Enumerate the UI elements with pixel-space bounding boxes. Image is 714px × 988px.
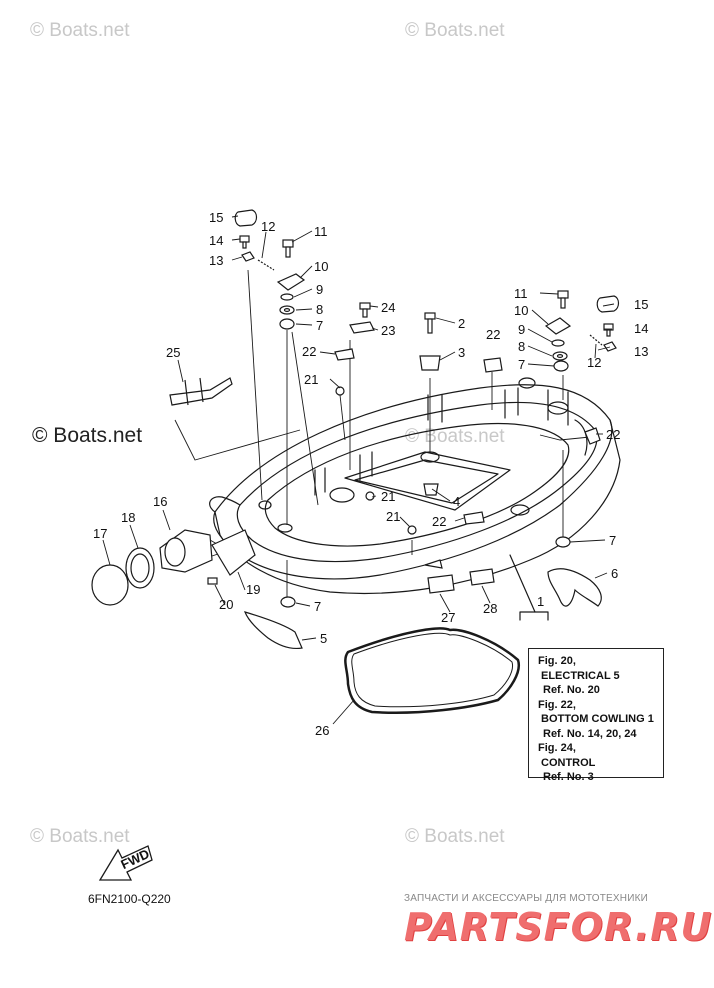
callout-21-b: 21 (381, 489, 395, 504)
cowling-front-lip (209, 496, 241, 513)
callout-23: 23 (381, 323, 395, 338)
ref-line-6: Ref. No. 14, 20, 24 (543, 727, 637, 740)
callout-7-c: 7 (609, 533, 616, 548)
watermark-top-left: © Boats.net (30, 20, 130, 41)
callout-15-b: 15 (634, 297, 648, 312)
diagram-code: 6FN2100-Q220 (88, 892, 171, 906)
cap-15-right (596, 295, 620, 313)
inner-frame (344, 451, 511, 511)
ref-line-8: CONTROL (541, 756, 596, 769)
callout-8-a: 8 (316, 302, 323, 317)
callout-12-b: 12 (587, 355, 601, 370)
callout-8-b: 8 (518, 339, 525, 354)
watermark-mid-left: © Boats.net (32, 424, 143, 447)
bottom-cowling-inner (264, 422, 570, 547)
callout-4: 4 (453, 494, 460, 509)
callout-9-b: 9 (518, 322, 525, 337)
ref-line-2: ELECTRICAL 5 (541, 669, 620, 682)
watermark-bottom-right: © Boats.net (405, 826, 505, 847)
fwd-arrow-icon (98, 845, 153, 881)
callout-13-b: 13 (634, 344, 648, 359)
callout-6: 6 (611, 566, 618, 581)
callout-12-a: 12 (261, 219, 275, 234)
reference-box: Fig. 20, ELECTRICAL 5 Ref. No. 20 Fig. 2… (528, 648, 664, 783)
callout-24: 24 (381, 300, 395, 315)
callout-21-a: 21 (304, 372, 318, 387)
callout-9-a: 9 (316, 282, 323, 297)
callout-7-a: 7 (316, 318, 323, 333)
callout-16: 16 (153, 494, 167, 509)
callout-11-b: 11 (514, 286, 528, 301)
ref-line-4: Fig. 22, (538, 698, 576, 711)
callout-26: 26 (315, 723, 329, 738)
callout-7-d: 7 (314, 599, 321, 614)
promo-text: ЗАПЧАСТИ И АКСЕССУАРЫ ДЛЯ МОТОТЕХНИКИ (404, 893, 649, 904)
seal-26 (344, 627, 521, 714)
ref-line-3: Ref. No. 20 (543, 684, 600, 696)
callout-15-a: 15 (209, 210, 223, 225)
callout-1: 1 (537, 594, 544, 609)
callout-21-c: 21 (386, 509, 400, 524)
callout-14-a: 14 (209, 233, 223, 248)
ref-line-7: Fig. 24, (538, 742, 576, 754)
ref-line-1: Fig. 20, (538, 655, 576, 667)
callout-2-main: 2 (458, 316, 465, 331)
callout-10-b: 10 (514, 303, 528, 318)
bottom-cowling-outer (213, 384, 613, 580)
callout-25: 25 (166, 345, 180, 360)
callout-22-a: 22 (302, 344, 316, 359)
callout-7-b: 7 (518, 357, 525, 372)
callout-18: 18 (121, 510, 135, 525)
callout-3-main: 3 (458, 345, 465, 360)
callout-28: 28 (483, 601, 497, 616)
ref-line-9: Ref. No. 3 (543, 771, 594, 783)
callout-22-d: 22 (432, 514, 446, 529)
callout-11-a: 11 (314, 224, 328, 239)
callout-17: 17 (93, 526, 107, 541)
cap-15-left (234, 209, 258, 227)
callout-10-a: 10 (314, 259, 328, 274)
callout-22-b: 22 (486, 327, 500, 342)
watermark-top-right: © Boats.net (405, 20, 505, 41)
watermark-bottom-left: © Boats.net (30, 826, 130, 847)
callout-13-a: 13 (209, 253, 223, 268)
bottom-cowling-rim (236, 401, 598, 563)
ref-line-5: BOTTOM COWLING 1 (541, 713, 654, 725)
partsfor-logo: PARTSFOR.RU (404, 905, 713, 949)
callout-19: 19 (246, 582, 260, 597)
holder-25 (169, 377, 233, 406)
callout-27: 27 (441, 610, 455, 625)
callout-22-c: 22 (606, 427, 620, 442)
callout-20: 20 (219, 597, 233, 612)
callout-5: 5 (320, 631, 327, 646)
lever-6 (547, 568, 602, 607)
lever-5 (244, 611, 303, 650)
callout-14-b: 14 (634, 321, 648, 336)
